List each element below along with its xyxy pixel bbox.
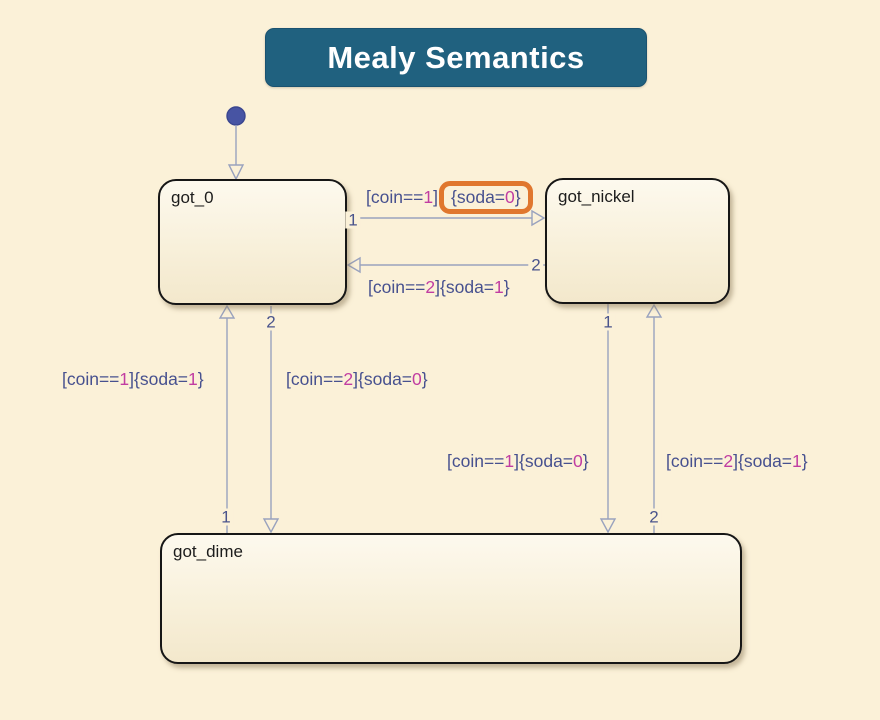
state-got-dime[interactable]: got_dime xyxy=(160,533,742,664)
transition-label-gotnickel-to-gotdime: [coin==1]{soda=0} xyxy=(447,451,589,471)
transition-priority: 2 xyxy=(646,508,662,526)
transition-label-gotdime-to-got0: [coin==1]{soda=1} xyxy=(62,369,204,389)
state-label: got_nickel xyxy=(558,187,635,206)
page-title: Mealy Semantics xyxy=(327,39,585,75)
transition-priority: 2 xyxy=(263,313,279,331)
left-arrowhead-icon xyxy=(346,256,361,274)
up-arrowhead-icon xyxy=(645,303,663,318)
title-banner: Mealy Semantics xyxy=(265,28,647,87)
transition-label-gotdime-to-gotnickel: [coin==2]{soda=1} xyxy=(666,451,808,471)
state-label: got_0 xyxy=(171,188,214,207)
highlight-box: {soda=0} xyxy=(439,181,533,214)
down-arrowhead-icon xyxy=(599,518,617,534)
initial-arrowhead-icon xyxy=(227,164,245,181)
transition-label-got0-to-gotnickel: [coin==1] {soda=0} xyxy=(366,181,533,214)
transition-priority: 2 xyxy=(528,256,544,274)
state-got-0[interactable]: got_0 xyxy=(158,179,347,305)
transition-priority: 1 xyxy=(345,211,361,229)
initial-state-dot xyxy=(226,106,246,126)
state-got-nickel[interactable]: got_nickel xyxy=(545,178,730,304)
transition-priority: 1 xyxy=(218,508,234,526)
down-arrowhead-icon xyxy=(262,518,280,534)
transition-label-got0-to-gotdime: [coin==2]{soda=0} xyxy=(286,369,428,389)
transition-priority: 1 xyxy=(600,313,616,331)
up-arrowhead-icon xyxy=(218,304,236,319)
state-label: got_dime xyxy=(173,542,243,561)
transition-label-gotnickel-to-got0: [coin==2]{soda=1} xyxy=(368,277,510,297)
right-arrowhead-icon xyxy=(531,209,546,227)
